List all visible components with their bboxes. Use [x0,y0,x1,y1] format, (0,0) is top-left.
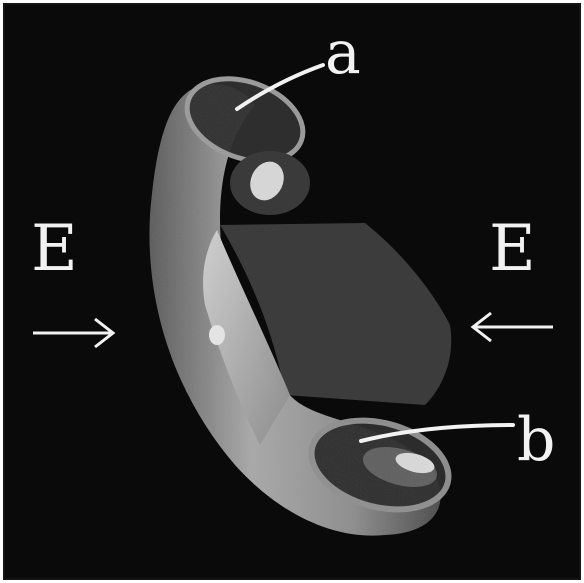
label-e-left: E [31,217,78,281]
label-e-right: E [489,217,536,281]
label-b: b [517,410,555,470]
arrow-right-icon [33,319,113,347]
arrow-left-icon [473,313,553,341]
label-a: a [325,23,361,83]
photo-figure: a b E E [3,3,581,580]
object-illustration [5,5,579,578]
